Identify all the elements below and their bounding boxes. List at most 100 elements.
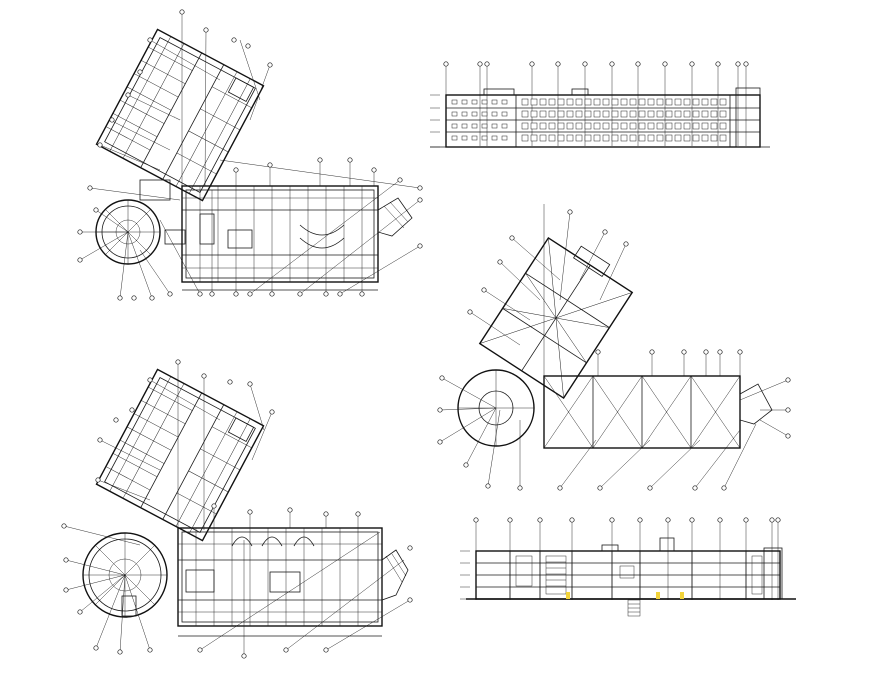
elevation-window xyxy=(638,122,646,130)
elevation-window xyxy=(451,111,458,117)
rotated-wing-upper xyxy=(95,368,265,542)
elevation-window xyxy=(593,98,601,106)
elevation-window xyxy=(461,99,468,105)
elevation-window xyxy=(701,110,709,118)
elevation-window xyxy=(629,98,637,106)
elevation-window xyxy=(491,111,498,117)
elevation-window xyxy=(602,122,610,130)
roof-bubbles xyxy=(437,209,791,491)
ground-floor-plan: ·· ····· xyxy=(77,9,423,301)
elevation-window xyxy=(611,134,619,142)
elevation-window xyxy=(530,134,538,142)
elevation-window xyxy=(575,110,583,118)
elevation-window xyxy=(665,110,673,118)
front-elevation xyxy=(430,61,770,148)
elevation-window xyxy=(521,122,529,130)
building-section xyxy=(460,517,796,617)
elevation-window xyxy=(620,110,628,118)
elevation-window xyxy=(481,123,488,129)
elevation-window xyxy=(481,135,488,141)
elevation-window xyxy=(530,122,538,130)
elevation-window xyxy=(692,98,700,106)
elevation-window xyxy=(575,122,583,130)
elevation-window xyxy=(656,110,664,118)
elevation-window xyxy=(611,122,619,130)
elevation-window xyxy=(539,98,547,106)
elevation-window xyxy=(521,98,529,106)
elevation-window xyxy=(584,110,592,118)
elevation-window xyxy=(710,122,718,130)
elevation-window xyxy=(719,98,727,106)
elevation-window xyxy=(719,110,727,118)
elevation-window xyxy=(638,110,646,118)
elevation-window xyxy=(629,110,637,118)
elevation-window xyxy=(629,134,637,142)
elevation-window xyxy=(471,123,478,129)
elevation-window xyxy=(491,99,498,105)
elevation-window xyxy=(620,134,628,142)
elevation-window xyxy=(491,135,498,141)
elevation-window xyxy=(602,134,610,142)
elevation-window xyxy=(647,122,655,130)
elevation-windows xyxy=(451,98,727,142)
elevation-window xyxy=(665,134,673,142)
elevation-window xyxy=(566,134,574,142)
elevation-window xyxy=(530,98,538,106)
elevation-window xyxy=(692,122,700,130)
elevation-window xyxy=(683,98,691,106)
elevation-window xyxy=(575,98,583,106)
elevation-window xyxy=(611,98,619,106)
elevation-window xyxy=(665,98,673,106)
elevation-window xyxy=(710,110,718,118)
elevation-window xyxy=(481,99,488,105)
elevation-window xyxy=(548,98,556,106)
elevation-window xyxy=(521,110,529,118)
elevation-window xyxy=(701,98,709,106)
elevation-window xyxy=(701,134,709,142)
elevation-window xyxy=(692,110,700,118)
elevation-window xyxy=(593,110,601,118)
elevation-window xyxy=(557,110,565,118)
elevation-window xyxy=(701,122,709,130)
elevation-window xyxy=(557,122,565,130)
elevation-window xyxy=(629,122,637,130)
elevation-window xyxy=(491,123,498,129)
elevation-window xyxy=(548,122,556,130)
elevation-window xyxy=(451,99,458,105)
level-marks xyxy=(430,94,440,148)
elevation-window xyxy=(638,134,646,142)
elevation-window xyxy=(471,135,478,141)
elevation-window xyxy=(620,98,628,106)
section-level-marks xyxy=(460,550,470,600)
section-grid-lines xyxy=(475,520,779,600)
elevation-window xyxy=(593,134,601,142)
grid-bubbles xyxy=(77,9,423,301)
elevation-window xyxy=(501,123,508,129)
elevation-window xyxy=(461,123,468,129)
elevation-window xyxy=(461,111,468,117)
elevation-window xyxy=(539,110,547,118)
elevation-window xyxy=(719,122,727,130)
elevation-window xyxy=(719,134,727,142)
roof-framing-plan xyxy=(437,204,791,491)
grid-bubbles-upper xyxy=(61,359,413,659)
elevation-window xyxy=(656,122,664,130)
elevation-window xyxy=(647,134,655,142)
roof-grid-lines xyxy=(439,204,789,489)
elevation-window xyxy=(683,134,691,142)
elevation-window xyxy=(501,111,508,117)
elevation-window xyxy=(674,98,682,106)
highlight-doors xyxy=(566,592,684,599)
elevation-window xyxy=(539,122,547,130)
elevation-window xyxy=(471,111,478,117)
horizontal-block xyxy=(181,185,413,291)
elevation-window xyxy=(683,122,691,130)
roof-wing xyxy=(478,236,634,400)
elevation-window xyxy=(665,122,673,130)
elevation-window xyxy=(451,123,458,129)
elevation-window xyxy=(620,122,628,130)
elevation-window xyxy=(557,134,565,142)
elevation-window xyxy=(461,135,468,141)
elevation-window xyxy=(647,110,655,118)
section-bubbles xyxy=(473,517,781,523)
